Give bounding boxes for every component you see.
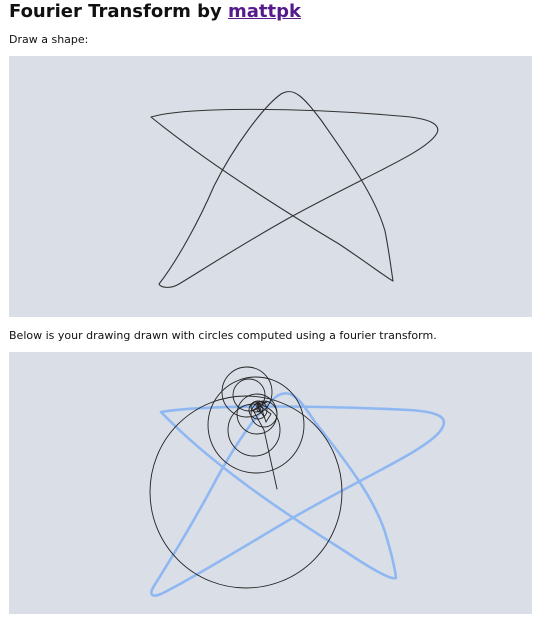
epicycle-circle-4 (207, 376, 305, 474)
epicycle-circle-5 (227, 403, 281, 457)
result-caption: Below is your drawing drawn with circles… (9, 329, 437, 342)
page-title: Fourier Transform by mattpk (9, 1, 301, 23)
drawing-canvas-svg[interactable] (9, 56, 532, 317)
author-link[interactable]: mattpk (227, 1, 301, 22)
fourier-canvas (9, 352, 532, 614)
epicycle-circle-3 (149, 395, 343, 589)
fourier-traced-path (150, 392, 446, 597)
epicycle-circle-7 (250, 400, 278, 428)
page-title-text: Fourier Transform by (9, 1, 228, 22)
fourier-canvas-svg (149, 366, 446, 597)
draw-prompt: Draw a shape: (9, 33, 89, 46)
epicycle-radii (252, 401, 278, 490)
epicycle-circle-1 (221, 366, 273, 418)
epicycle-circles (149, 366, 343, 589)
user-drawn-star-path (150, 91, 439, 288)
drawing-canvas[interactable] (9, 56, 532, 317)
epicycle-radius-chain (252, 401, 278, 490)
